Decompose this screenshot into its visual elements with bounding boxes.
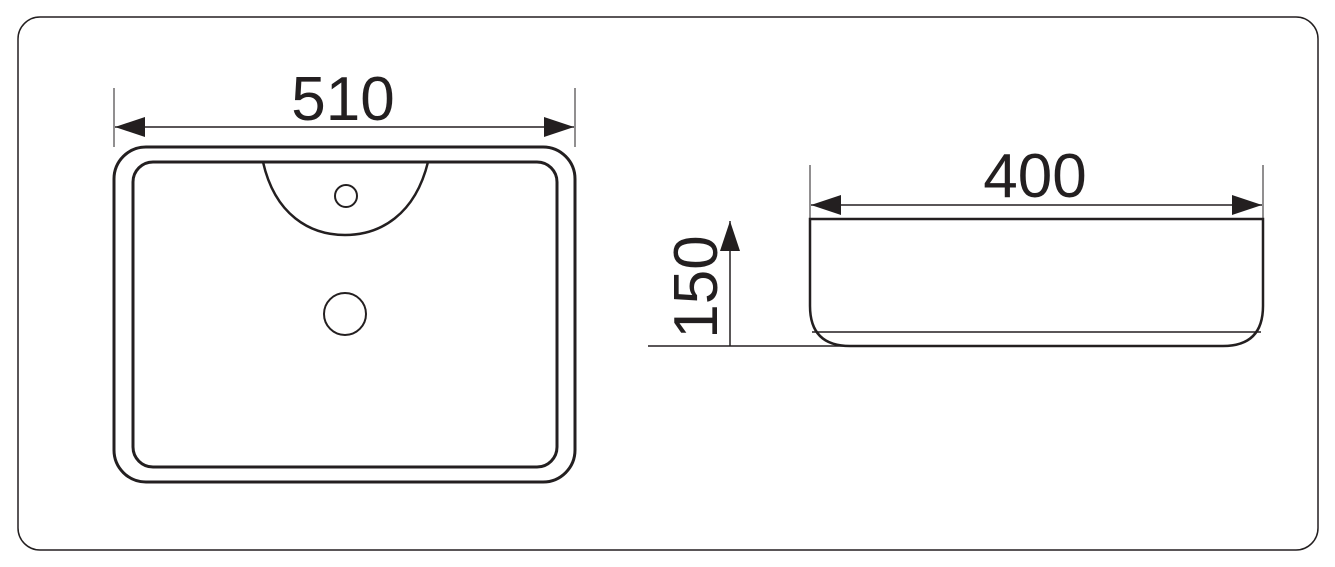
- top-view: 510: [112, 65, 577, 484]
- width-label: 510: [291, 65, 394, 134]
- height-label: 150: [662, 235, 731, 338]
- side-view: 400 150: [648, 142, 1265, 348]
- basin-outer-rim: [112, 145, 577, 484]
- width-label: 400: [983, 142, 1086, 211]
- basin-inner-bowl: [131, 160, 559, 469]
- faucet-hole: [334, 184, 358, 208]
- drawing-frame: [17, 16, 1319, 551]
- faucet-deck: [261, 161, 430, 237]
- drain-hole: [323, 292, 367, 336]
- basin-side-profile: [808, 217, 1265, 348]
